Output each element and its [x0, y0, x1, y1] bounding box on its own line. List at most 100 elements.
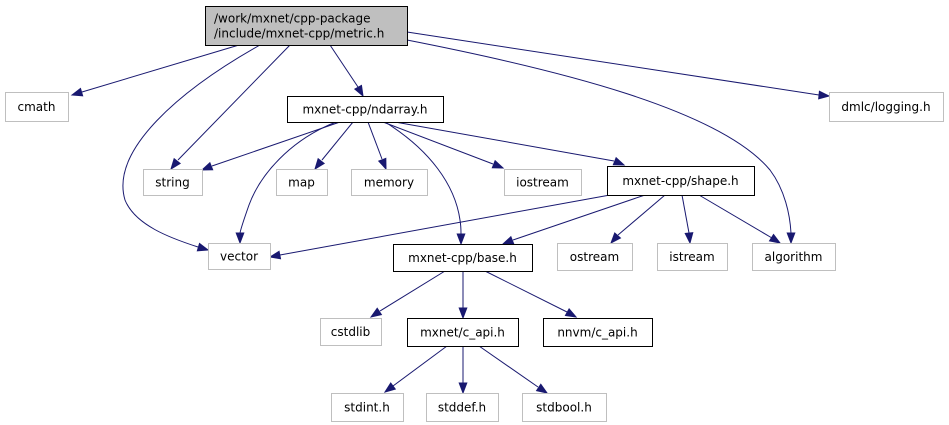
- edge-line: [122, 44, 261, 248]
- arrowhead-icon: [818, 90, 831, 100]
- node-label: memory: [364, 176, 414, 190]
- edge-shape-to-ostream: [610, 194, 666, 245]
- node-label: cstdlib: [331, 325, 370, 339]
- arrowhead-icon: [353, 84, 364, 98]
- edge-line: [484, 270, 568, 313]
- node-label: stdbool.h: [536, 401, 592, 415]
- node-label: istream: [669, 250, 714, 264]
- arrowhead-icon: [235, 232, 245, 245]
- arrowhead-icon: [268, 250, 282, 260]
- edge-mxnet_c_api-to-stdbool: [478, 345, 549, 394]
- edge-line: [177, 44, 291, 161]
- node-label: mxnet-cpp/shape.h: [622, 174, 738, 188]
- node-label: stddef.h: [438, 401, 486, 415]
- arrowhead-icon: [786, 232, 796, 245]
- node-memory: memory: [351, 169, 428, 196]
- node-label: mxnet-cpp/base.h: [408, 251, 517, 265]
- edge-line: [406, 31, 820, 96]
- edge-line: [81, 44, 240, 93]
- edge-line: [239, 121, 337, 234]
- edge-ndarray-to-base: [384, 121, 466, 246]
- edge-ndarray-to-iostream: [382, 121, 505, 169]
- node-box: [351, 169, 428, 196]
- edge-ndarray-to-shape: [394, 121, 626, 166]
- node-ostream: ostream: [557, 243, 633, 271]
- edge-mxnet_c_api-to-stddef: [458, 346, 468, 395]
- node-box: [407, 318, 519, 347]
- edge-base-to-mxnet_c_api: [458, 271, 468, 320]
- arrowhead-icon: [684, 232, 694, 245]
- edge-line: [681, 194, 690, 234]
- arrowhead-icon: [610, 232, 622, 245]
- edge-metric-to-ndarray: [329, 44, 364, 98]
- node-box: [143, 169, 203, 196]
- edge-metric-to-algorithm: [406, 39, 796, 245]
- node-istream: istream: [657, 243, 728, 271]
- node-box: [752, 243, 836, 271]
- edge-mxnet_c_api-to-stdint: [383, 345, 448, 393]
- edge-line: [367, 121, 383, 160]
- edge-ndarray-to-vector: [235, 121, 337, 245]
- arrowhead-icon: [369, 307, 383, 318]
- node-stdbool: stdbool.h: [522, 393, 607, 422]
- arrowhead-icon: [196, 242, 210, 252]
- node-label: /include/mxnet-cpp/metric.h: [214, 27, 384, 41]
- edge-line: [392, 345, 448, 387]
- node-stdint: stdint.h: [331, 393, 404, 422]
- node-label: ostream: [570, 250, 619, 264]
- node-box: [208, 243, 271, 270]
- node-box: [393, 244, 533, 272]
- edge-line: [384, 121, 462, 235]
- node-mxnet-c-api[interactable]: mxnet/c_api.h: [407, 318, 519, 347]
- node-box: [829, 92, 944, 122]
- node-label: dmlc/logging.h: [841, 100, 930, 114]
- arrowhead-icon: [458, 382, 468, 395]
- edge-line: [512, 194, 646, 241]
- node-label: algorithm: [765, 250, 823, 264]
- edge-line: [211, 121, 341, 167]
- node-string: string: [143, 169, 203, 196]
- node-shape[interactable]: mxnet-cpp/shape.h: [607, 166, 755, 196]
- edge-metric-to-vector: [122, 44, 261, 252]
- node-label: /work/mxnet/cpp-package: [214, 12, 370, 26]
- node-label: mxnet-cpp/ndarray.h: [302, 103, 427, 117]
- edge-base-to-cstdlib: [369, 270, 446, 318]
- edge-line: [698, 194, 773, 239]
- node-base[interactable]: mxnet-cpp/base.h: [393, 244, 533, 272]
- edges-layer: [70, 31, 831, 395]
- node-label: stdint.h: [344, 401, 390, 415]
- node-box: [320, 318, 382, 346]
- node-label: string: [155, 176, 189, 190]
- arrowhead-icon: [456, 233, 466, 246]
- node-nnvm-c-api[interactable]: nnvm/c_api.h: [543, 318, 653, 347]
- edge-metric-to-logging: [406, 31, 831, 100]
- node-label: cmath: [18, 100, 56, 114]
- arrowhead-icon: [768, 233, 782, 244]
- node-algorithm: algorithm: [752, 243, 836, 271]
- arrowhead-icon: [564, 307, 578, 318]
- arrowhead-icon: [70, 87, 84, 97]
- node-label: iostream: [516, 176, 569, 190]
- edge-shape-to-vector: [268, 194, 611, 260]
- edge-line: [394, 121, 615, 162]
- arrowhead-icon: [491, 159, 505, 169]
- node-vector: vector: [208, 243, 271, 270]
- edge-ndarray-to-map: [314, 121, 354, 171]
- edge-ndarray-to-string: [200, 121, 341, 171]
- node-box: [287, 96, 444, 123]
- arrowhead-icon: [383, 382, 397, 393]
- edge-line: [329, 44, 359, 88]
- node-box: [657, 243, 728, 271]
- node-label: nnvm/c_api.h: [557, 326, 637, 340]
- node-label: vector: [220, 250, 258, 264]
- node-ndarray[interactable]: mxnet-cpp/ndarray.h: [287, 96, 444, 123]
- edge-line: [379, 270, 446, 312]
- edge-line: [617, 194, 666, 236]
- edge-metric-to-string: [170, 44, 291, 171]
- edge-metric-to-cmath: [70, 44, 240, 97]
- node-metric[interactable]: /work/mxnet/cpp-package/include/mxnet-cp…: [205, 6, 408, 46]
- edge-shape-to-istream: [681, 194, 694, 245]
- nodes-layer: /work/mxnet/cpp-package/include/mxnet-cp…: [5, 6, 944, 422]
- edge-line: [478, 345, 539, 388]
